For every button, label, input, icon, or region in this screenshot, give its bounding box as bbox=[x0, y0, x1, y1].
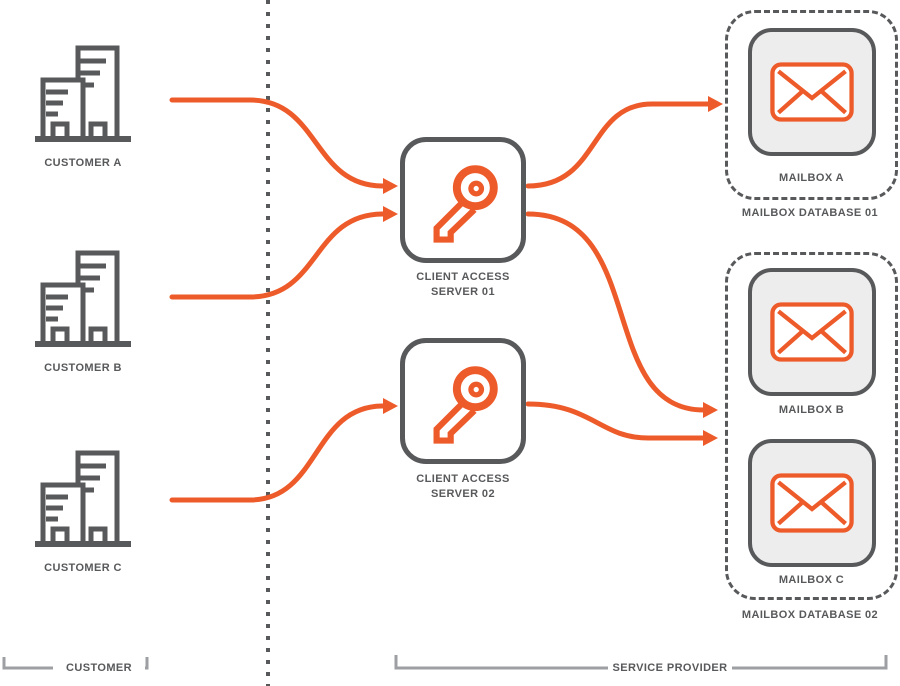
client-access-server-1-label: CLIENT ACCESS SERVER 01 bbox=[416, 271, 510, 298]
key-icon bbox=[433, 165, 498, 243]
mailbox-b-label: MAILBOX B bbox=[778, 404, 845, 416]
mailbox-b-box bbox=[747, 268, 876, 396]
client-access-server-2-box bbox=[400, 338, 526, 464]
customer-a-group: CUSTOMER A bbox=[8, 42, 158, 171]
service-provider-zone-label: SERVICE PROVIDER bbox=[608, 661, 732, 676]
arrow-customer-a-to-cas1 bbox=[169, 97, 386, 189]
mailbox-c-box bbox=[747, 439, 876, 567]
arrow-cas2-to-db02 bbox=[525, 401, 707, 441]
customer-b-group: CUSTOMER B bbox=[8, 247, 158, 376]
customer-c-group: CUSTOMER C bbox=[8, 447, 158, 576]
envelope-icon bbox=[769, 473, 854, 533]
flow-arrows bbox=[169, 97, 712, 503]
arrow-customer-b-to-cas1 bbox=[169, 211, 386, 300]
mailbox-a-box bbox=[747, 28, 876, 156]
arrowheads bbox=[383, 96, 723, 446]
mailbox-c-label: MAILBOX C bbox=[778, 574, 845, 586]
mailbox-database-1-container: MAILBOX A bbox=[725, 10, 898, 200]
key-icon bbox=[433, 366, 498, 444]
arrow-cas1-to-db01 bbox=[525, 101, 712, 189]
building-icon bbox=[35, 250, 131, 347]
building-icon bbox=[35, 45, 131, 142]
envelope-icon bbox=[769, 302, 854, 362]
customer-c-label: CUSTOMER C bbox=[44, 562, 122, 574]
customer-a-label: CUSTOMER A bbox=[44, 157, 122, 169]
client-access-server-2-label: CLIENT ACCESS SERVER 02 bbox=[416, 473, 510, 500]
arrow-customer-c-to-cas2 bbox=[169, 403, 386, 503]
building-icon bbox=[35, 450, 131, 547]
mailbox-database-2-container: MAILBOX B MAILBOX C bbox=[725, 252, 898, 600]
mailbox-a-label: MAILBOX A bbox=[779, 172, 844, 184]
customer-zone-label: CUSTOMER bbox=[53, 661, 145, 676]
arrow-cas1-to-db02 bbox=[525, 211, 707, 413]
client-access-server-1-box bbox=[400, 137, 526, 263]
mailbox-database-2-label: MAILBOX DATABASE 02 bbox=[741, 609, 879, 621]
customer-b-label: CUSTOMER B bbox=[44, 362, 122, 374]
envelope-icon bbox=[769, 62, 854, 122]
mailbox-database-1-label: MAILBOX DATABASE 01 bbox=[741, 207, 879, 219]
